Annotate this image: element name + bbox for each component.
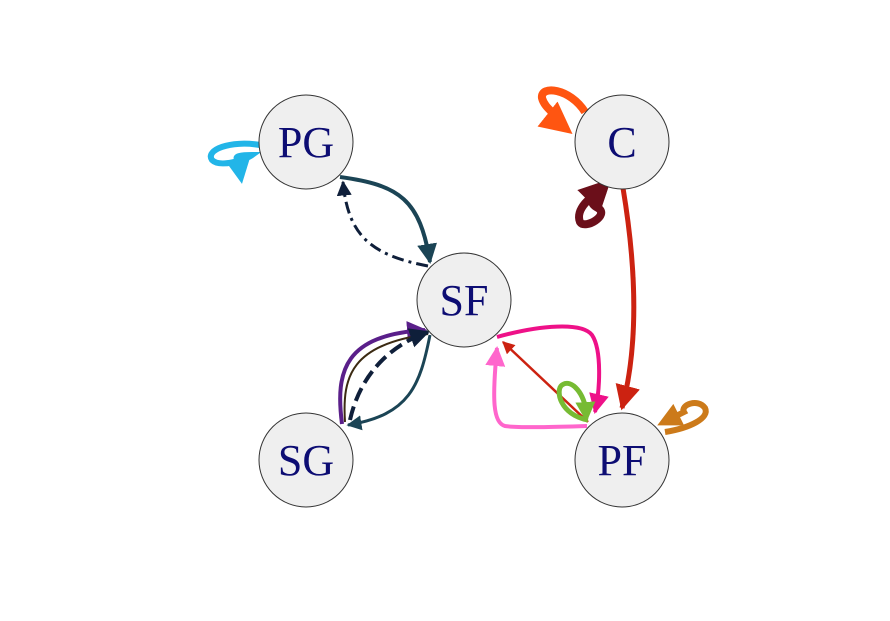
edge-sf-to-sg	[346, 334, 432, 431]
node-c-circle	[574, 94, 670, 190]
edge-pg-to-sf	[339, 175, 438, 264]
node-pg: PG	[258, 94, 354, 190]
node-sg-label: SG	[278, 436, 334, 485]
node-pg-label: PG	[278, 118, 334, 167]
edge-c-to-pf	[615, 187, 640, 411]
edge-pf-to-sf-red	[502, 341, 589, 423]
edge-sg-to-sf-purple	[338, 321, 427, 425]
self-loop-pf-right	[657, 400, 709, 435]
node-pf-label: PF	[598, 436, 647, 485]
edges	[207, 86, 709, 435]
node-sg-circle	[258, 412, 354, 508]
self-loop-c-top	[537, 86, 589, 134]
node-sf-label: SF	[440, 276, 489, 325]
edge-sg-to-sf-dashed	[348, 328, 430, 421]
edge-sf-to-pf	[496, 324, 609, 414]
node-sf-circle	[416, 252, 512, 348]
node-pf: PF	[574, 412, 670, 508]
node-sf: SF	[416, 252, 512, 348]
self-loop-pg	[207, 140, 262, 184]
edge-sf-to-pg	[336, 180, 429, 268]
node-c-label: C	[607, 118, 636, 167]
node-c: C	[574, 94, 670, 190]
edge-pf-to-sf-pink	[485, 346, 588, 430]
edge-sg-to-sf-brown	[343, 333, 429, 423]
node-sg: SG	[258, 412, 354, 508]
node-pg-circle	[258, 94, 354, 190]
self-loop-c-left	[575, 178, 612, 229]
self-loop-pf-left	[556, 380, 596, 423]
node-pf-circle	[574, 412, 670, 508]
